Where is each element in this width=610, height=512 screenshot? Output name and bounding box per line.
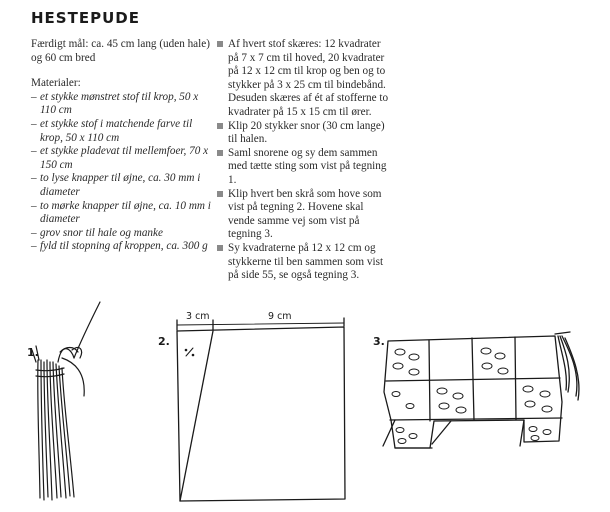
left-column: Færdigt mål: ca. 45 cm lang (uden hale) … xyxy=(31,38,211,254)
material-item: et stykke stof i matchende farve til kro… xyxy=(31,118,211,145)
figure-3-label: 3. xyxy=(373,335,385,348)
material-item: fyld til stopning af kroppen, ca. 300 g xyxy=(31,240,211,254)
patchwork-dots xyxy=(391,347,553,444)
page-title: HESTEPUDE xyxy=(31,9,140,27)
leg-cut-drawing xyxy=(176,317,346,502)
tail-cords-drawing xyxy=(31,301,101,501)
instruction-step: Af hvert stof skæres: 12 kvadrater på 7 … xyxy=(217,38,389,120)
materials-heading: Materialer: xyxy=(31,77,81,90)
material-item: to mørke knapper til øjne, ca. 10 mm i d… xyxy=(31,200,211,227)
material-item: et stykke pladevat til mellemfoer, 70 x … xyxy=(31,145,211,172)
instruction-step: Klip hvert ben skrå som hove som vist på… xyxy=(217,188,389,242)
instructions-column: Af hvert stof skæres: 12 kvadrater på 7 … xyxy=(217,38,389,283)
square-bullet-icon xyxy=(217,244,223,251)
dimension-3cm-label: 3 cm xyxy=(186,311,210,322)
material-item: grov snor til hale og manke xyxy=(31,227,211,241)
dimension-9cm-label: 9 cm xyxy=(268,311,292,322)
square-bullet-icon xyxy=(217,190,223,197)
square-bullet-icon xyxy=(217,122,223,129)
figure-2-label: 2. xyxy=(158,335,170,348)
material-item: et stykke mønstret stof til krop, 50 x 1… xyxy=(31,91,211,118)
materials-list: et stykke mønstret stof til krop, 50 x 1… xyxy=(31,91,211,254)
horse-patchwork-drawing xyxy=(382,331,580,449)
square-bullet-icon xyxy=(217,149,223,156)
instruction-step: Sy kvadraterne på 12 x 12 cm og stykkern… xyxy=(217,242,389,283)
instruction-step: Saml snorene og sy dem sammen med tætte … xyxy=(217,147,389,188)
instruction-step: Klip 20 stykker snor (30 cm lange) til h… xyxy=(217,120,389,147)
finished-size-text: Færdigt mål: ca. 45 cm lang (uden hale) … xyxy=(31,38,210,64)
material-item: to lyse knapper til øjne, ca. 30 mm i di… xyxy=(31,172,211,199)
square-bullet-icon xyxy=(217,41,223,47)
